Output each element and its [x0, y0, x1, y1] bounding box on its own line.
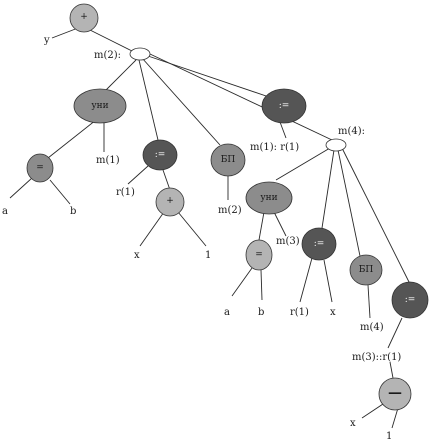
label-y: y: [43, 35, 50, 46]
edge-assign-r1x-r1: [299, 257, 313, 303]
edge-assign-r1x-x: [323, 259, 333, 303]
edge-root-y: [51, 27, 79, 39]
label-m3-r1: m(3)::r(1): [352, 352, 401, 363]
edge-plus-x: [139, 211, 165, 247]
edge-m4-bp-right: [337, 149, 361, 257]
node-bp-left-shape: [210, 143, 246, 177]
edge-m4-assign-m3: [341, 147, 411, 285]
node-assign-r1x-label: :=: [314, 239, 325, 249]
label-1-bottom: 1: [386, 431, 392, 441]
node-minus-label: —: [388, 385, 402, 401]
node-assign-left: :=: [142, 139, 178, 171]
node-uni-left-shape: [73, 88, 127, 124]
edge-m2-bp-left: [141, 57, 221, 146]
node-uni-left-label: уни: [91, 101, 108, 111]
node-bp-right: БП: [349, 254, 383, 286]
label-m1: m(1): [96, 155, 120, 166]
node-assign-r1x-shape: [301, 227, 337, 261]
label-m1-r1: m(1): r(1): [250, 142, 299, 153]
label-m4-target: m(4): [360, 322, 384, 333]
edge-assign-main-m1r1: [279, 121, 287, 139]
node-eq-left-shape: [26, 153, 54, 183]
label-r1-right: r(1): [290, 307, 309, 318]
tree-labels: y m(2): a b m(1) r(1) x 1 m(2) m(1): r(1…: [2, 35, 401, 441]
node-plus-x1: +: [155, 187, 185, 217]
node-assign-main-label: :=: [279, 101, 290, 111]
edge-uni-right-m3: [273, 211, 287, 237]
edge-m4-uni-right: [275, 147, 331, 181]
tree-nodes: + уни = := + БП :=: [26, 3, 429, 411]
label-b-right: b: [258, 307, 264, 318]
node-assign-left-label: :=: [155, 150, 166, 160]
edge-eq-b: [49, 179, 71, 205]
node-root-label: +: [80, 12, 88, 22]
node-uni-left: уни: [73, 88, 127, 124]
node-bp-left: БП: [210, 143, 246, 177]
node-uni-right-label: уни: [260, 193, 277, 203]
node-bp-right-label: БП: [359, 265, 374, 275]
edge-eq-a: [9, 177, 33, 199]
edge-m2-m4: [149, 53, 333, 141]
label-a-left: a: [2, 206, 8, 217]
junction-m4-shape: [325, 138, 347, 152]
node-assign-m3: :=: [391, 281, 429, 319]
node-eq-right-shape: [245, 239, 273, 271]
edge-bp-right-m4: [367, 284, 371, 319]
node-m2-junction: [129, 47, 151, 61]
node-uni-right-shape: [245, 181, 293, 215]
node-eq-right-label: =: [255, 250, 263, 260]
node-plus-x1-label: +: [166, 196, 174, 206]
label-b-left: b: [70, 206, 76, 217]
label-1-left: 1: [205, 250, 211, 261]
node-minus-shape: [378, 377, 412, 411]
node-bp-left-label: БП: [221, 155, 236, 165]
node-root-shape: [69, 3, 99, 33]
label-a-right: a: [224, 307, 230, 318]
node-eq-left: =: [26, 153, 54, 183]
node-bp-right-shape: [349, 254, 383, 286]
node-assign-r1x: :=: [301, 227, 337, 261]
edge-assign-m3-label: [387, 317, 403, 349]
node-plus-x1-shape: [155, 187, 185, 217]
tree-edges: [9, 27, 411, 429]
label-m2-target: m(2): [218, 205, 242, 216]
junction-m2-shape: [129, 47, 151, 61]
label-x-left: x: [134, 250, 140, 261]
node-assign-left-shape: [142, 139, 178, 171]
edge-uni-right-eq: [258, 211, 265, 241]
edge-plus-1: [177, 211, 207, 247]
label-x-right: x: [330, 307, 336, 318]
node-m4-junction: [325, 138, 347, 152]
label-m2: m(2):: [94, 50, 121, 61]
edge-assign-plus: [162, 169, 171, 191]
node-uni-right: уни: [245, 181, 293, 215]
node-root-plus: +: [69, 3, 99, 33]
label-m3: m(3): [276, 236, 300, 247]
edge-m2-assign-left: [138, 59, 159, 141]
label-x-bottom: x: [350, 418, 356, 429]
node-assign-main-shape: [261, 88, 307, 124]
node-eq-right: =: [245, 239, 273, 271]
node-assign-m3-label: :=: [405, 295, 416, 305]
edge-m2-uni-left: [103, 59, 137, 93]
edge-assign-r1: [127, 165, 149, 185]
edge-root-m2: [89, 29, 135, 53]
edge-uni-eq: [47, 119, 97, 159]
label-m4: m(4):: [338, 126, 365, 137]
label-r1-left: r(1): [116, 187, 135, 198]
node-eq-left-label: =: [36, 163, 44, 173]
node-assign-m3-shape: [391, 281, 429, 319]
edge-minus-x: [361, 401, 387, 419]
edge-eq-right-a: [231, 267, 253, 297]
node-assign-main: :=: [261, 88, 307, 124]
node-minus: —: [378, 377, 412, 411]
edge-label-minus: [389, 361, 394, 379]
edge-eq-right-b: [260, 269, 263, 301]
edge-m4-assign-r1x: [321, 149, 335, 229]
edge-minus-1: [391, 407, 399, 429]
